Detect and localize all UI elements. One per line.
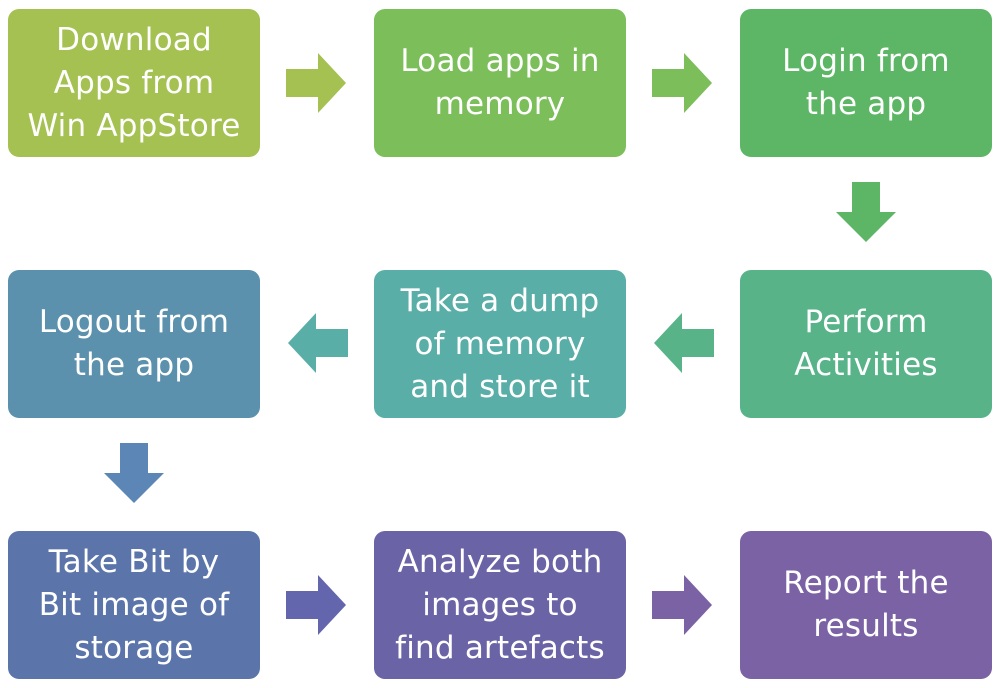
step-memory-dump-label: Take a dump of memory and store it bbox=[400, 282, 600, 405]
step-perform-activities-label: Perform Activities bbox=[794, 304, 938, 383]
step-logout-label: Logout from the app bbox=[38, 304, 230, 383]
step-login: Login from the app bbox=[740, 9, 992, 157]
arrow-shape bbox=[104, 443, 164, 503]
step-download-apps-label: Download Apps from Win AppStore bbox=[27, 21, 241, 144]
arrow-down-icon bbox=[836, 182, 896, 242]
step-report-results-label: Report the results bbox=[783, 565, 949, 644]
arrow-shape bbox=[836, 182, 896, 242]
arrow-shape bbox=[652, 575, 712, 635]
step-load-apps: Load apps in memory bbox=[374, 9, 626, 157]
step-download-apps: Download Apps from Win AppStore bbox=[8, 9, 260, 157]
arrow-shape bbox=[654, 313, 714, 373]
step-bit-image-label: Take Bit by Bit image of storage bbox=[38, 543, 230, 666]
step-load-apps-label: Load apps in memory bbox=[400, 43, 600, 122]
step-analyze-images: Analyze both images to find artefacts bbox=[374, 531, 626, 679]
step-memory-dump: Take a dump of memory and store it bbox=[374, 270, 626, 418]
arrow-left-icon bbox=[654, 313, 714, 373]
arrow-shape bbox=[652, 53, 712, 113]
arrow-shape bbox=[288, 313, 348, 373]
arrow-down-icon bbox=[104, 443, 164, 503]
arrow-right-icon bbox=[652, 575, 712, 635]
step-bit-image: Take Bit by Bit image of storage bbox=[8, 531, 260, 679]
step-logout: Logout from the app bbox=[8, 270, 260, 418]
step-report-results: Report the results bbox=[740, 531, 992, 679]
step-analyze-images-label: Analyze both images to find artefacts bbox=[395, 543, 605, 666]
step-login-label: Login from the app bbox=[782, 43, 950, 122]
arrow-right-icon bbox=[286, 575, 346, 635]
arrow-left-icon bbox=[288, 313, 348, 373]
arrow-shape bbox=[286, 575, 346, 635]
arrow-shape bbox=[286, 53, 346, 113]
arrow-right-icon bbox=[652, 53, 712, 113]
arrow-right-icon bbox=[286, 53, 346, 113]
step-perform-activities: Perform Activities bbox=[740, 270, 992, 418]
